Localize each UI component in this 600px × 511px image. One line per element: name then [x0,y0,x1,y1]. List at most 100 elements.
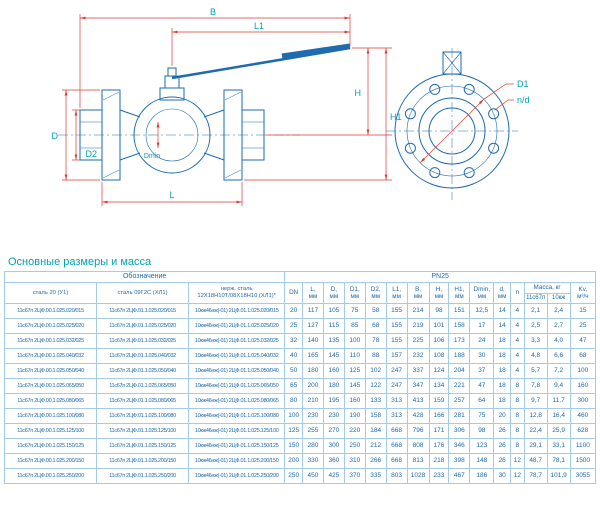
dim-label-d1: D1 [517,79,529,89]
value-cell: 134 [428,378,450,395]
value-cell: 155 [385,318,408,335]
value-cell: 16,4 [546,408,571,425]
steel-column-header: сталь 09Г2С (ХЛ1) [96,282,190,305]
designation-cell: 10кж46нж(-01) 2ЦФ.01.1.025.100/080 [188,408,286,425]
value-cell: 668 [385,453,408,470]
value-cell: 306 [448,423,471,440]
value-cell: 310 [343,453,366,470]
value-cell: 195 [322,393,345,410]
value-cell: 40 [284,348,304,365]
value-cell: 106 [428,333,450,350]
value-cell: 155 [385,303,408,320]
value-cell: 68 [569,348,597,365]
designation-cell: 11с67п 2ЦФ.01.1.025.080/065 [96,393,190,410]
value-cell: 159 [428,393,450,410]
designation-cell: 11с67п 2ЦФ.00.1.025.250/200 [3,468,98,485]
value-cell: 18 [493,333,512,350]
value-cell: 12,5 [469,303,495,320]
value-cell: 18 [493,378,512,395]
value-cell: 8 [510,408,525,425]
value-cell: 158 [448,318,471,335]
dimension-column-header: H,мм [428,282,450,305]
dim-label-d2: D2 [85,149,97,159]
value-cell: 135 [322,333,345,350]
value-cell: 117 [302,303,324,320]
designation-cell: 11с67п 2ЦФ.00.1.025.100/080 [3,408,98,425]
value-cell: 80 [284,393,304,410]
value-cell: 11,7 [546,393,571,410]
designation-cell: 11с67п 2ЦФ.00.1.025.050/040 [3,363,98,380]
steel-column-header: сталь 20 (У1) [3,282,98,305]
value-cell: 25 [569,318,597,335]
value-cell: 64 [469,393,495,410]
value-cell: 225 [406,333,430,350]
value-cell: 668 [385,423,408,440]
designation-cell: 10кж46нж(-01) 2ЦФ.01.1.025.065/050 [188,378,286,395]
value-cell: 204 [448,363,471,380]
value-cell: 460 [569,408,597,425]
value-cell: 330 [302,453,324,470]
value-cell: 200 [302,378,324,395]
value-cell: 7,2 [546,363,571,380]
value-cell: 808 [406,438,430,455]
value-cell: 247 [385,363,408,380]
designation-cell: 11с67п 2ЦФ.00.1.025.065/050 [3,378,98,395]
value-cell: 2,1 [523,303,548,320]
value-cell: 6,6 [546,348,571,365]
designation-cell: 11с67п 2ЦФ.01.1.025.025/020 [96,318,190,335]
dimension-column-header: n [510,282,525,305]
value-cell: 160 [569,378,597,395]
value-cell: 105 [322,303,345,320]
value-cell: 155 [385,333,408,350]
designation-cell: 11с67п 2ЦФ.00.1.025.125/100 [3,423,98,440]
value-cell: 218 [428,453,450,470]
value-cell: 212 [364,438,387,455]
designation-cell: 11с67п 2ЦФ.00.1.025.150/125 [3,438,98,455]
value-cell: 68 [364,318,387,335]
value-cell: 370 [343,468,366,485]
value-cell: 220 [343,423,366,440]
designation-cell: 11с67п 2ЦФ.01.1.025.050/040 [96,363,190,380]
value-cell: 100 [284,408,304,425]
value-cell: 88 [364,348,387,365]
dimension-column-header: D1,мм [343,282,366,305]
value-cell: 65 [284,378,304,395]
value-cell: 1500 [569,453,597,470]
value-cell: 14 [493,318,512,335]
value-cell: 166 [428,408,450,425]
value-cell: 221 [448,378,471,395]
value-cell: 257 [448,393,471,410]
value-cell: 108 [428,348,450,365]
designation-cell: 11с67п 2ЦФ.01.1.025.150/125 [96,438,190,455]
value-cell: 165 [302,348,324,365]
value-cell: 17 [469,318,495,335]
designation-cell: 11с67п 2ЦФ.00.1.025.020/015 [3,303,98,320]
value-cell: 47 [569,333,597,350]
dimension-column-header: H1,мм [448,282,471,305]
designation-cell: 11с67п 2ЦФ.01.1.025.020/015 [96,303,190,320]
value-cell: 12,8 [523,408,548,425]
designation-cell: 11с67п 2ЦФ.01.1.025.125/100 [96,423,190,440]
value-cell: 75 [343,303,366,320]
value-cell: 313 [385,408,408,425]
value-cell: 85 [343,318,366,335]
value-cell: 668 [385,438,408,455]
value-cell: 230 [322,408,345,425]
value-cell: 335 [364,468,387,485]
value-cell: 232 [406,348,430,365]
value-cell: 18 [493,393,512,410]
value-cell: 30 [469,348,495,365]
value-cell: 4 [510,333,525,350]
value-cell: 2,5 [523,318,548,335]
value-cell: 266 [364,453,387,470]
value-cell: 281 [448,408,471,425]
designation-cell: 10кж46нж(-01) 2ЦФ.01.1.025.025/020 [188,318,286,335]
value-cell: 32 [284,333,304,350]
